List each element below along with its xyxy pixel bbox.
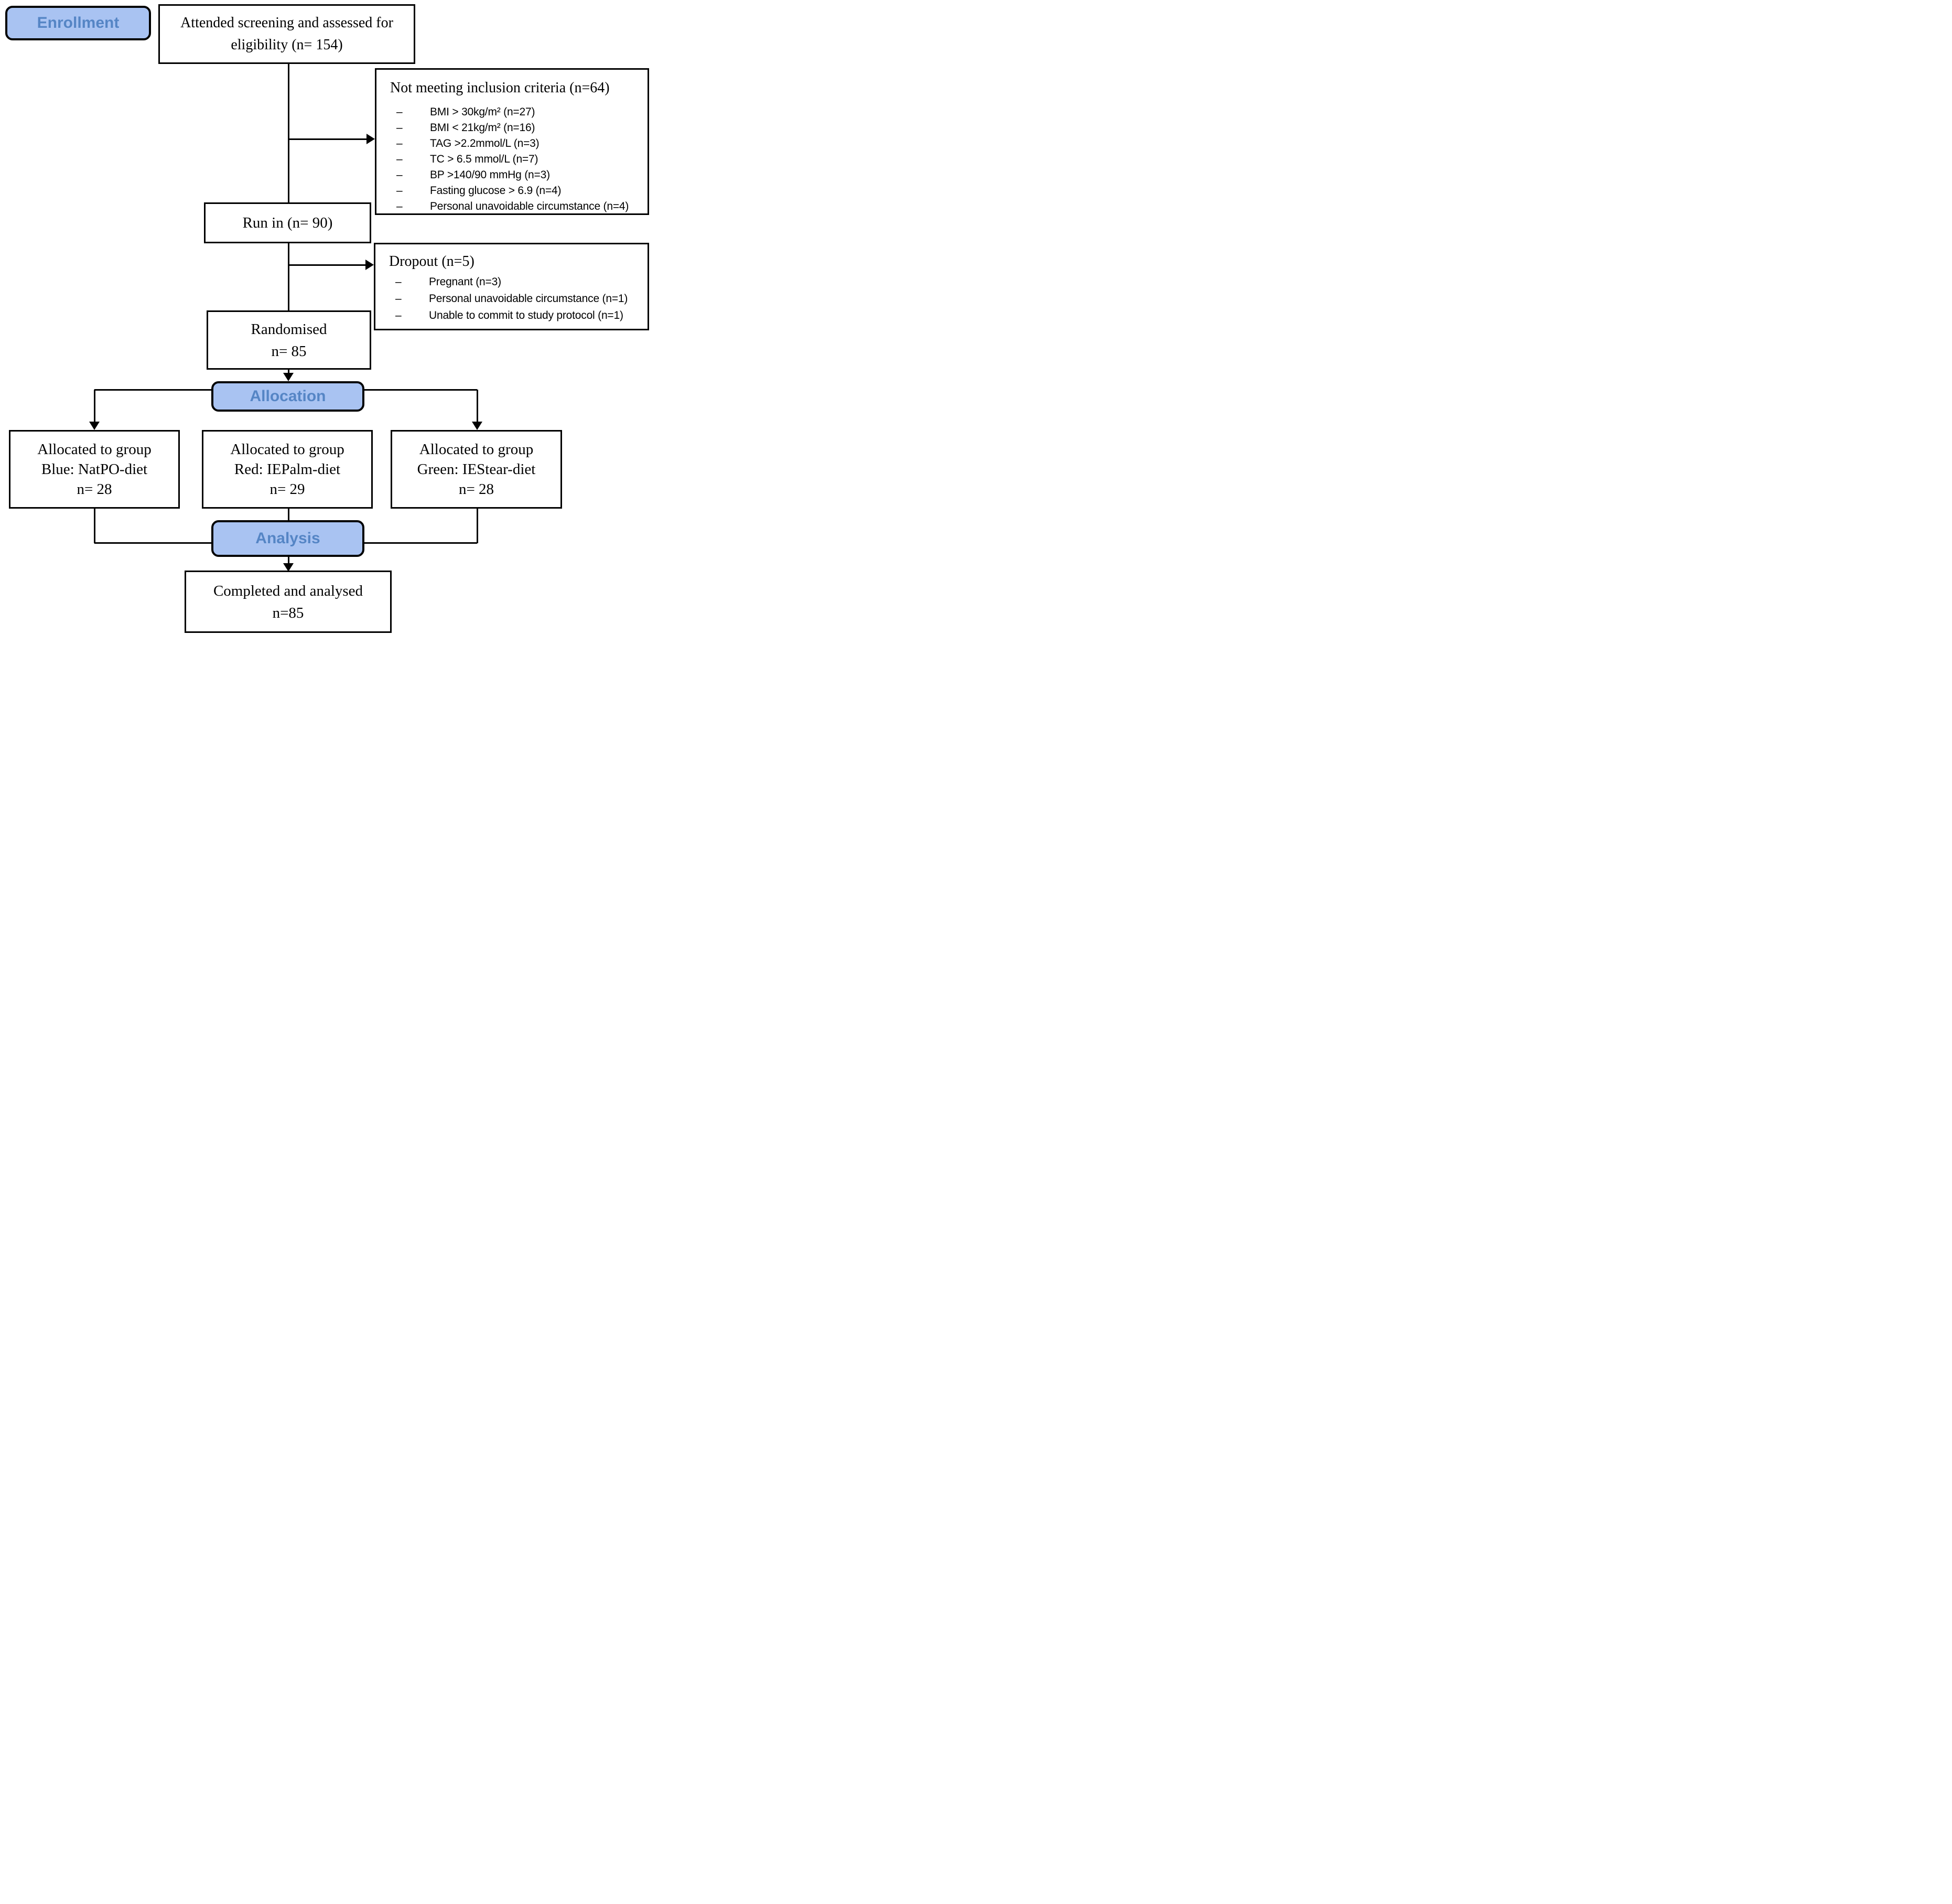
analysis-stage-label: Analysis [211,520,364,557]
dropout-item-text: Personal unavoidable circumstance (n=1) [429,293,628,305]
connector-allocation-branch-left [94,389,211,391]
alloc-green-line-1: Allocated to group [419,441,534,458]
bullet-dash: – [395,276,402,288]
connector-analysis-to-completed [287,557,289,564]
allocated-red-iepalm-box: Allocated to group Red: IEPalm-diet n= 2… [202,430,373,509]
dropout-item: – Personal unavoidable circumstance (n=1… [375,291,648,307]
connector-green-to-analysis-v [476,509,478,543]
criteria-item-text: BMI < 21kg/m² (n=16) [430,122,535,134]
randomised-line-2: n= 85 [271,342,307,360]
connector-drop-to-blue [93,390,95,422]
bullet-dash: – [395,309,402,321]
allocated-green-iestear-box: Allocated to group Green: IEStear-diet n… [391,430,562,509]
alloc-blue-line-2: Blue: NatPO-diet [41,461,148,478]
allocated-blue-natpo-box: Allocated to group Blue: NatPO-diet n= 2… [9,430,180,509]
dropout-item: – Pregnant (n=3) [375,274,648,291]
bullet-dash: – [396,153,403,165]
run-in-box: Run in (n= 90) [204,202,371,243]
connector-branch-to-criteria [289,138,366,140]
dropout-item: – Unable to commit to study protocol (n=… [375,307,648,324]
alloc-blue-line-1: Allocated to group [37,441,152,458]
criteria-item: – Fasting glucose > 6.9 (n=4) [376,183,648,199]
bullet-dash: – [396,122,403,134]
criteria-item-text: BP >140/90 mmHg (n=3) [430,169,550,181]
dropout-item-text: Unable to commit to study protocol (n=1) [429,309,623,321]
enrollment-stage-label: Enrollment [5,6,151,40]
connector-blue-to-analysis-h [94,542,212,544]
criteria-item-text: TAG >2.2mmol/L (n=3) [430,137,540,149]
arrowhead-to-completed [283,563,294,572]
connector-randomised-to-allocation [287,370,289,373]
screening-line-1: Attended screening and assessed for [180,15,393,31]
criteria-item-text: Fasting glucose > 6.9 (n=4) [430,185,562,197]
completed-analysed-box: Completed and analysed n=85 [185,571,392,633]
arrowhead-to-blue-group [89,422,100,430]
criteria-item: – TAG >2.2mmol/L (n=3) [376,136,648,152]
screening-box: Attended screening and assessed for elig… [158,4,415,64]
criteria-item-text: TC > 6.5 mmol/L (n=7) [430,153,538,165]
bullet-dash: – [396,200,403,212]
completed-line-2: n=85 [272,604,304,621]
criteria-item: – BMI > 30kg/m² (n=27) [376,104,648,120]
connector-drop-to-green [476,390,478,422]
criteria-item: – TC > 6.5 mmol/L (n=7) [376,152,648,167]
randomised-line-1: Randomised [251,320,327,338]
connector-runin-to-randomised [287,243,289,310]
criteria-item-text: BMI > 30kg/m² (n=27) [430,106,535,118]
connector-screening-to-runin [287,64,289,202]
alloc-green-line-2: Green: IEStear-diet [417,461,536,478]
connector-green-to-analysis-h [364,542,477,544]
completed-line-1: Completed and analysed [213,582,363,599]
arrowhead-to-allocation [283,373,294,381]
arrowhead-to-dropout [365,260,374,270]
arrowhead-to-green-group [472,422,482,430]
consort-flow-diagram: Enrollment Allocation Analysis Attended … [0,0,651,636]
connector-branch-to-dropout [289,264,365,266]
randomised-box: Randomised n= 85 [207,310,371,370]
run-in-text: Run in (n= 90) [242,214,333,231]
criteria-item: – BMI < 21kg/m² (n=16) [376,120,648,136]
bullet-dash: – [396,169,403,181]
alloc-red-line-3: n= 29 [269,481,305,498]
not-meeting-criteria-title: Not meeting inclusion criteria (n=64) [390,80,610,96]
connector-blue-to-analysis-v [93,509,95,543]
criteria-item: – Personal unavoidable circumstance (n=4… [376,199,648,214]
bullet-dash: – [396,185,403,197]
alloc-red-line-2: Red: IEPalm-diet [234,461,341,478]
dropout-item-text: Pregnant (n=3) [429,276,501,288]
criteria-item: – BP >140/90 mmHg (n=3) [376,167,648,183]
bullet-dash: – [396,137,403,149]
dropout-box: Dropout (n=5) – Pregnant (n=3) – Persona… [374,243,649,330]
dropout-title: Dropout (n=5) [389,253,474,270]
allocation-stage-label: Allocation [211,381,364,412]
screening-line-2: eligibility (n= 154) [231,37,343,53]
criteria-item-text: Personal unavoidable circumstance (n=4) [430,200,629,212]
connector-red-to-analysis [287,509,289,520]
alloc-red-line-1: Allocated to group [230,441,344,458]
alloc-green-line-3: n= 28 [458,481,494,498]
bullet-dash: – [396,106,403,118]
arrowhead-to-criteria [366,134,375,144]
not-meeting-criteria-box: Not meeting inclusion criteria (n=64) – … [375,68,649,215]
bullet-dash: – [395,293,402,305]
alloc-blue-line-3: n= 28 [77,481,112,498]
connector-allocation-branch-right [364,389,477,391]
